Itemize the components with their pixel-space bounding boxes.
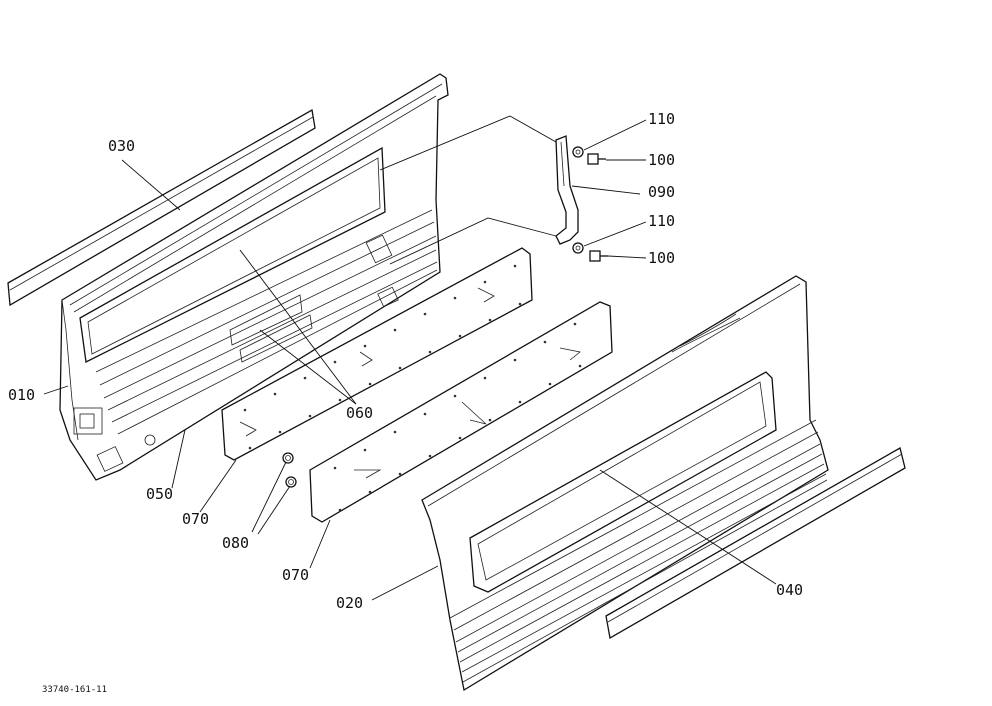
callout-labels: 030 010 050 060 070 080 070 020 040 110 … (8, 110, 803, 612)
inner-panel-010 (59, 73, 449, 481)
outer-panel-020 (421, 275, 829, 692)
bracket-090 (555, 135, 579, 245)
callout-040: 040 (776, 581, 803, 599)
bolt-washer-set (572, 146, 608, 262)
callout-110-upper: 110 (648, 110, 675, 128)
callout-100-upper: 100 (648, 151, 675, 169)
cover-plate-060 (221, 247, 533, 461)
callout-050: 050 (146, 485, 173, 503)
trim-strip-040 (605, 447, 906, 640)
callout-070-upper: 070 (182, 510, 209, 528)
grommets-080 (282, 452, 297, 488)
callout-010: 010 (8, 386, 35, 404)
callout-080: 080 (222, 534, 249, 552)
leader-lines (43, 115, 777, 601)
callout-090: 090 (648, 183, 675, 201)
cover-plate-070 (309, 301, 613, 523)
callout-030: 030 (108, 137, 135, 155)
trim-strip-030 (7, 108, 316, 307)
callout-060: 060 (346, 404, 373, 422)
callout-110-lower: 110 (648, 212, 675, 230)
drawing-number: 33740-161-11 (42, 685, 107, 695)
callout-020: 020 (336, 594, 363, 612)
callout-070-lower: 070 (282, 566, 309, 584)
callout-100-lower: 100 (648, 249, 675, 267)
